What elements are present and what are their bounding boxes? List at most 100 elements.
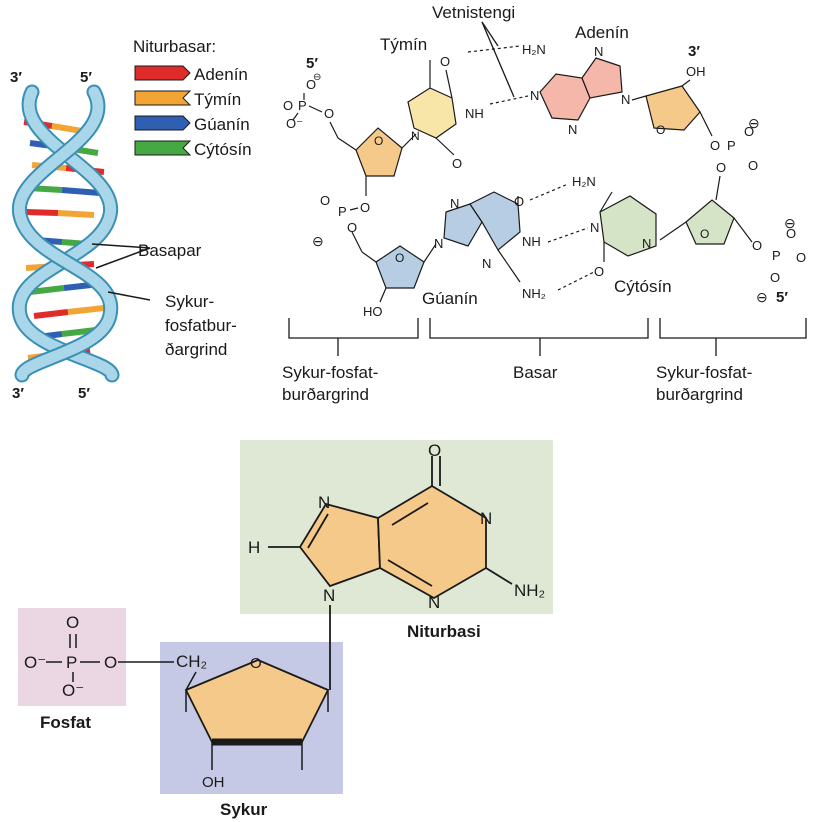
helix-end-bottom-right: 5′: [78, 385, 90, 402]
backbone-label-line2: fosfatbur-: [165, 316, 237, 335]
svg-text:O⁻: O⁻: [24, 653, 46, 672]
sugar-ring-cytosine: [685, 199, 735, 245]
svg-text:O: O: [514, 194, 524, 209]
svg-text:H₂N: H₂N: [572, 174, 596, 189]
svg-text:H₂N: H₂N: [522, 42, 546, 57]
backbone-label-line3: ðargrind: [165, 340, 227, 359]
bracket-right-line1: Sykur-fosfat-: [656, 363, 752, 382]
phosphate-box: [18, 608, 126, 706]
svg-text:Cýtósín: Cýtósín: [194, 140, 252, 159]
svg-text:N: N: [594, 44, 603, 59]
svg-text:N: N: [450, 196, 459, 211]
phosphate-middle-left: O P O O ⊖: [312, 193, 370, 253]
svg-text:O: O: [374, 134, 383, 148]
svg-text:O: O: [395, 251, 404, 265]
guanine-ring-six: [469, 191, 521, 251]
legend: Niturbasar: Adenín Týmín Gúanín Cýtósín: [133, 37, 252, 159]
base-pairing-diagram: Vetnistengi Týmín Adenín 5′ 3′ O ⊖ P O O…: [282, 3, 807, 404]
adenine-label: Adenín: [575, 23, 629, 42]
hbond-label: Vetnistengi: [432, 3, 515, 22]
svg-text:P: P: [727, 138, 736, 153]
svg-text:Adenín: Adenín: [194, 65, 248, 84]
svg-text:OH: OH: [202, 774, 225, 791]
guanine-label: Gúanín: [422, 289, 478, 308]
cytosine-label: Cýtósín: [614, 277, 672, 296]
svg-text:N: N: [411, 129, 420, 143]
svg-text:O: O: [710, 138, 720, 153]
svg-text:O: O: [66, 613, 79, 632]
hbond-gc-2: [547, 227, 589, 243]
end-5-bottom-label: 5′: [776, 289, 788, 306]
svg-text:O: O: [656, 123, 665, 137]
svg-text:O: O: [306, 77, 316, 92]
phosphate-top-left: O ⊖ P O O⁻ O: [283, 72, 339, 139]
svg-text:N: N: [318, 493, 330, 512]
legend-item-adenine: Adenín: [134, 65, 248, 84]
svg-text:O: O: [360, 200, 370, 215]
svg-text:O⁻: O⁻: [62, 681, 84, 700]
phosphate-right-bottom: O P O O O ⊖ ⊖: [752, 215, 806, 305]
svg-text:Týmín: Týmín: [194, 90, 241, 109]
hbond-gc-3: [557, 271, 595, 291]
adenine-ring: [539, 73, 591, 121]
svg-text:P: P: [338, 204, 347, 219]
hbond-pointer-2: [481, 21, 515, 98]
phosphate-group: O P O⁻ O⁻ O: [24, 613, 174, 700]
thymine-label: Týmín: [380, 35, 427, 54]
svg-text:O: O: [452, 156, 462, 171]
bracket-lines: [288, 318, 807, 356]
svg-text:P: P: [298, 98, 307, 113]
phosphate-right-top: O P O O ⊖ O: [710, 115, 760, 175]
svg-text:OH: OH: [686, 64, 706, 79]
base-label: Niturbasi: [407, 622, 481, 641]
svg-text:O: O: [700, 227, 709, 241]
svg-text:O: O: [320, 193, 330, 208]
nucleotide-diagram: O N N N N H NH₂ Niturbasi O CH₂ OH Sykur…: [18, 440, 553, 819]
svg-text:O: O: [752, 238, 762, 253]
bracket-right-line2: burðargrind: [656, 385, 743, 404]
basepair-pointer-2: [95, 247, 151, 269]
sugar-ring-guanine: [375, 245, 425, 289]
bracket-middle-label: Basar: [513, 363, 558, 382]
basepair-pointer-1: [91, 243, 151, 249]
svg-text:N: N: [482, 256, 491, 271]
svg-text:Gúanín: Gúanín: [194, 115, 250, 134]
svg-text:O: O: [428, 441, 441, 460]
svg-text:⊖: ⊖: [312, 233, 324, 249]
svg-text:H: H: [248, 538, 260, 557]
end-5-top-label: 5′: [306, 55, 318, 72]
bracket-left-line1: Sykur-fosfat-: [282, 363, 378, 382]
svg-text:O: O: [594, 264, 604, 279]
hbond-gc-1: [529, 183, 569, 201]
svg-text:O: O: [786, 226, 796, 241]
svg-text:O: O: [440, 54, 450, 69]
backbone-pointer: [107, 291, 151, 301]
helix-end-top-right: 5′: [80, 69, 92, 86]
svg-text:N: N: [590, 220, 599, 235]
legend-item-cytosine: Cýtósín: [134, 140, 252, 159]
svg-text:⊖: ⊖: [748, 115, 760, 131]
svg-text:N: N: [621, 92, 630, 107]
bracket-left-line2: burðargrind: [282, 385, 369, 404]
svg-text:O: O: [716, 160, 726, 175]
svg-text:⊖: ⊖: [784, 215, 796, 231]
svg-text:O: O: [283, 98, 293, 113]
hbond-pointer-1: [481, 21, 499, 47]
svg-text:NH₂: NH₂: [514, 581, 545, 600]
svg-text:N: N: [434, 236, 443, 251]
svg-text:O: O: [770, 270, 780, 285]
svg-text:O: O: [250, 655, 262, 672]
end-3-top-label: 3′: [688, 43, 700, 60]
svg-text:O: O: [796, 250, 806, 265]
svg-text:O: O: [347, 220, 357, 235]
svg-text:O: O: [748, 158, 758, 173]
phosphate-label: Fosfat: [40, 713, 91, 732]
svg-text:N: N: [568, 122, 577, 137]
double-helix: 3′ 5′ 3′ 5′ Basapar Sykur- fosfatbur- ða…: [10, 69, 237, 402]
svg-text:N: N: [428, 593, 440, 612]
backbone-label-line1: Sykur-: [165, 292, 214, 311]
svg-text:N: N: [480, 509, 492, 528]
legend-item-guanine: Gúanín: [134, 115, 250, 134]
sugar-pentagon: [184, 659, 330, 743]
